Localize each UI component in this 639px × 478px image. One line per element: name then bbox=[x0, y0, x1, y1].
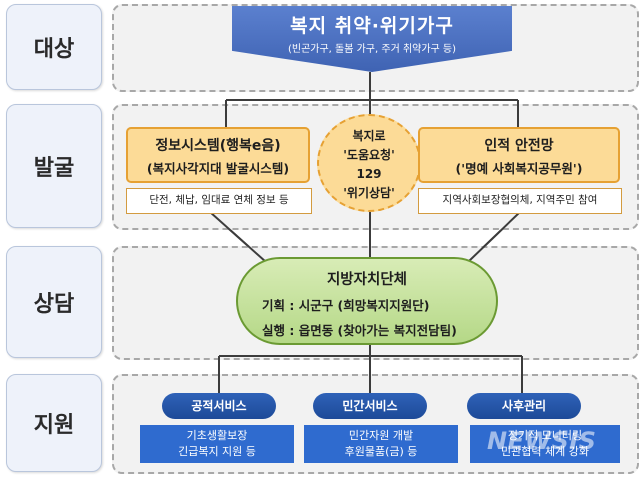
private-service-line2: 후원물품(금) 등 bbox=[344, 445, 418, 458]
aftercare-detail: 정기적 모니터링 민관협력 체계 강화 bbox=[470, 425, 620, 463]
human-network-detail: 지역사회보장협의체, 지역주민 참여 bbox=[418, 188, 622, 214]
private-service-line1: 민간자원 개발 bbox=[348, 429, 414, 442]
stage-label-counsel: 상담 bbox=[6, 246, 102, 358]
info-system-box: 정보시스템(행복e음) (복지사각지대 발굴시스템) bbox=[126, 127, 310, 183]
newsis-watermark: NEWSIS bbox=[487, 427, 597, 455]
hotline-oval: 복지로 '도움요청' 129 '위기상담' bbox=[317, 114, 421, 212]
human-network-title: 인적 안전망 bbox=[484, 138, 554, 154]
stage-label-target: 대상 bbox=[6, 4, 102, 90]
human-network-box: 인적 안전망 ('명예 사회복지공무원') bbox=[418, 127, 620, 183]
local-government-plan: 기획 : 시군구 (희망복지지원단) bbox=[262, 298, 430, 313]
aftercare-line1: 정기적 모니터링 bbox=[507, 429, 583, 442]
hotline-line2: '도움요청' bbox=[343, 148, 395, 162]
local-government-box: 지방자치단체 기획 : 시군구 (희망복지지원단) 실행 : 읍면동 (찾아가는… bbox=[236, 257, 498, 345]
local-government-title: 지방자치단체 bbox=[326, 272, 408, 288]
aftercare-label: 사후관리 bbox=[467, 393, 581, 419]
info-system-subtitle: (복지사각지대 발굴시스템) bbox=[146, 161, 290, 176]
public-service-label: 공적서비스 bbox=[162, 393, 276, 419]
target-subtitle: (빈곤가구, 돌봄 가구, 주거 취약가구 등) bbox=[287, 44, 457, 55]
public-service-line2: 긴급복지 지원 등 bbox=[178, 445, 256, 458]
stage-label-discovery: 발굴 bbox=[6, 104, 102, 228]
public-service-detail: 기초생활보장 긴급복지 지원 등 bbox=[140, 425, 294, 463]
private-service-label: 민간서비스 bbox=[313, 393, 427, 419]
human-network-subtitle: ('명예 사회복지공무원') bbox=[455, 161, 583, 176]
info-system-detail: 단전, 체납, 임대료 연체 정보 등 bbox=[126, 188, 312, 214]
info-system-title: 정보시스템(행복e음) bbox=[155, 138, 281, 154]
public-service-line1: 기초생활보장 bbox=[186, 429, 248, 442]
hotline-line4: '위기상담' bbox=[343, 186, 395, 200]
stage-label-support: 지원 bbox=[6, 374, 102, 472]
private-service-detail: 민간자원 개발 후원물품(금) 등 bbox=[304, 425, 458, 463]
local-government-execute: 실행 : 읍면동 (찾아가는 복지전담팀) bbox=[262, 323, 457, 338]
hotline-line3: 129 bbox=[356, 167, 382, 181]
target-title: 복지 취약·위기가구 bbox=[290, 15, 454, 37]
hotline-line1: 복지로 bbox=[352, 129, 386, 143]
aftercare-line2: 민관협력 체계 강화 bbox=[501, 445, 589, 458]
